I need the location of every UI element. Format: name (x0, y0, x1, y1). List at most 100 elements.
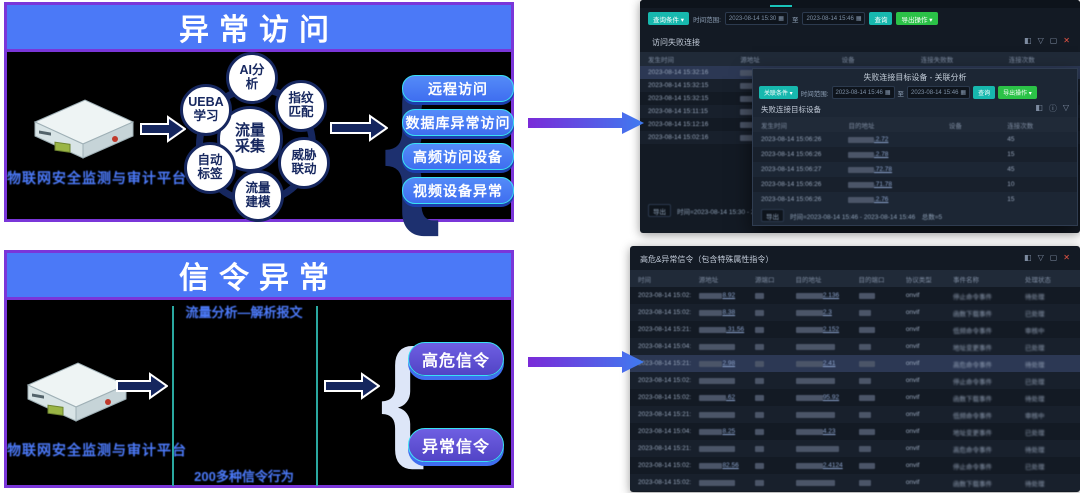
table-row[interactable]: 2023-08-14 15:02:42172.16.2.9880192.168.… (630, 372, 1080, 389)
table-cell: 2023-08-14 15:02:01 (638, 462, 691, 469)
table-cell: 192.168.2.88 (788, 479, 851, 486)
table-row[interactable]: 2023-08-14 15:02:42172.16.8.9280192.168.… (630, 287, 1080, 304)
filter-dropdown-button[interactable]: 查询条件 ▾ (648, 12, 690, 25)
link[interactable]: 8.92 (722, 292, 736, 299)
masked-value: 554 (858, 378, 872, 384)
masked-value: 80 (755, 395, 765, 401)
close-icon[interactable]: ✕ (1063, 253, 1070, 262)
link[interactable]: 2.41 (822, 360, 836, 367)
filter-icon[interactable]: ▽ (1062, 103, 1069, 112)
table-row[interactable]: 2023-08-14 15:21:02172.16.8.31.5680192.1… (630, 321, 1080, 338)
filter-dropdown-button[interactable]: 关联条件 ▾ (759, 86, 798, 99)
table-row[interactable]: 2023-08-14 15:02:40172.16.8.6280192.168.… (630, 389, 1080, 406)
link[interactable]: 8.25 (722, 428, 736, 435)
table-cell: 低频命令事件 (945, 325, 1017, 335)
tag-icon[interactable]: ◧ (1024, 253, 1032, 262)
end-time-input[interactable]: 2023-08-14 15:46▦ (802, 12, 866, 25)
table-row[interactable]: 2023-08-14 15:02:01172.16.82.5680192.168… (630, 457, 1080, 474)
table-cell: 已处理 (1017, 342, 1080, 352)
table-cell: 源地址 (740, 57, 760, 64)
table-cell: 发生时间 (648, 57, 674, 64)
table-row[interactable]: 2023-08-14 15:04:02172.16.8.2580192.168.… (630, 423, 1080, 440)
table-row[interactable]: 2023-08-14 15:21:02172.16.2.9880192.168.… (630, 355, 1080, 372)
cell-text: 函数下载事件 (953, 480, 992, 488)
query-button[interactable]: 查询 (869, 12, 893, 25)
info-icon[interactable]: ⓘ (1048, 104, 1057, 113)
section-title: 高危&异常信令（包含特殊属性指令） (640, 255, 774, 264)
masked-value: 192.168.2.59 (795, 412, 836, 418)
link[interactable]: .62 (726, 394, 736, 401)
close-icon[interactable]: ✕ (1063, 36, 1070, 45)
link[interactable]: .71.78 (873, 181, 893, 188)
masked-value: 554 (858, 480, 872, 486)
flow-arrow (116, 372, 168, 400)
table-cell: 2023-08-14 15:06:26 (761, 181, 822, 188)
link[interactable]: 2.3 (822, 309, 832, 316)
export-box[interactable]: 导出 (648, 204, 671, 217)
table-cell: onvif (905, 462, 920, 469)
table-cell: 2023-08-14 15:32:15 (648, 95, 709, 102)
link[interactable]: .31.56 (726, 326, 745, 333)
table-cell: 2023-08-14 15:21:02 (638, 326, 691, 333)
table-row[interactable]: 2023-08-14 15:21:02172.16.8.7180192.168.… (630, 440, 1080, 457)
table-cell: 1024 (851, 292, 898, 299)
footer-summary: 时间=2023-08-14 15:46 - 2023-08-14 15:46 总… (790, 213, 943, 221)
filter-icon[interactable]: ▽ (1037, 253, 1044, 262)
link[interactable]: 2.4124 (822, 462, 843, 469)
export-button[interactable]: 导出操作 ▾ (896, 12, 938, 25)
table-cell: 80 (747, 445, 788, 452)
masked-value: 192.168. (795, 361, 823, 367)
table-header-row: 时间源地址源端口目的地址目的端口协议类型事件名称处理状态 (630, 270, 1080, 287)
export-box[interactable]: 导出 (761, 209, 784, 222)
active-tab-indicator[interactable] (770, 5, 792, 7)
calendar-icon[interactable]: ▦ (778, 16, 784, 22)
link[interactable]: .2.76 (873, 196, 889, 203)
link[interactable]: .2.78 (873, 151, 889, 158)
start-time-input[interactable]: 2023-08-14 15:46▦ (831, 86, 895, 99)
table-row[interactable]: 2023-08-14 15:04:02172.16.8.4480192.168.… (630, 338, 1080, 355)
cell-text: 待处理 (1025, 480, 1045, 488)
link[interactable]: 2.98 (722, 360, 736, 367)
link[interactable]: .2.72 (873, 136, 889, 143)
table-cell: 554 (851, 411, 898, 418)
table-cell: 554 (851, 309, 898, 316)
tag-icon[interactable]: ◧ (1024, 36, 1032, 45)
window-icon[interactable]: ▢ (1049, 36, 1058, 45)
output-high-freq: 高频访问设备 (402, 143, 514, 170)
window-icon[interactable]: ▢ (1049, 253, 1058, 262)
table-cell: 已处理 (1017, 308, 1080, 318)
table-cell: 2023-08-14 15:02:40 (638, 309, 691, 316)
query-button[interactable]: 查询 (973, 86, 996, 99)
link[interactable]: 2.136 (822, 292, 840, 299)
link[interactable]: 2.152 (822, 326, 840, 333)
table-row[interactable]: 2023-08-14 15:02:40172.16.8.3880192.168.… (630, 304, 1080, 321)
table-cell: 172.16.2.98 (691, 377, 747, 384)
masked-value: 172.16. (698, 293, 723, 299)
table-cell: 80 (747, 479, 788, 486)
filter-icon[interactable]: ▽ (1037, 36, 1044, 45)
calendar-icon[interactable]: ▦ (884, 90, 891, 96)
link[interactable]: 8.38 (722, 309, 736, 316)
link[interactable]: 95.92 (822, 394, 840, 401)
link[interactable]: 82.56 (722, 462, 739, 469)
stage-bottom-label: 200多种信令行为 (194, 469, 294, 484)
table-cell: 45 (1007, 136, 1015, 143)
table-cell: onvif (905, 411, 920, 418)
tag-icon[interactable]: ◧ (1035, 103, 1043, 112)
export-button[interactable]: 导出操作 ▾ (998, 86, 1037, 99)
link[interactable]: .72.78 (873, 166, 893, 173)
table-cell: 2023-08-14 15:32:16 (648, 69, 709, 76)
calendar-icon[interactable]: ▦ (855, 16, 862, 22)
link[interactable]: 4.23 (822, 428, 836, 435)
start-time-input[interactable]: 2023-08-14 15:30▦ (724, 12, 788, 25)
table-row[interactable]: 2023-08-14 15:02:01172.16.8.1980192.168.… (630, 474, 1080, 491)
end-time-input[interactable]: 2023-08-14 15:46▦ (907, 86, 971, 99)
table-row[interactable]: 2023-08-14 15:21:02172.16.8.7580192.168.… (630, 406, 1080, 423)
calendar-icon[interactable]: ▦ (960, 90, 967, 96)
masked-value: 192.168.20.74 (795, 446, 840, 452)
